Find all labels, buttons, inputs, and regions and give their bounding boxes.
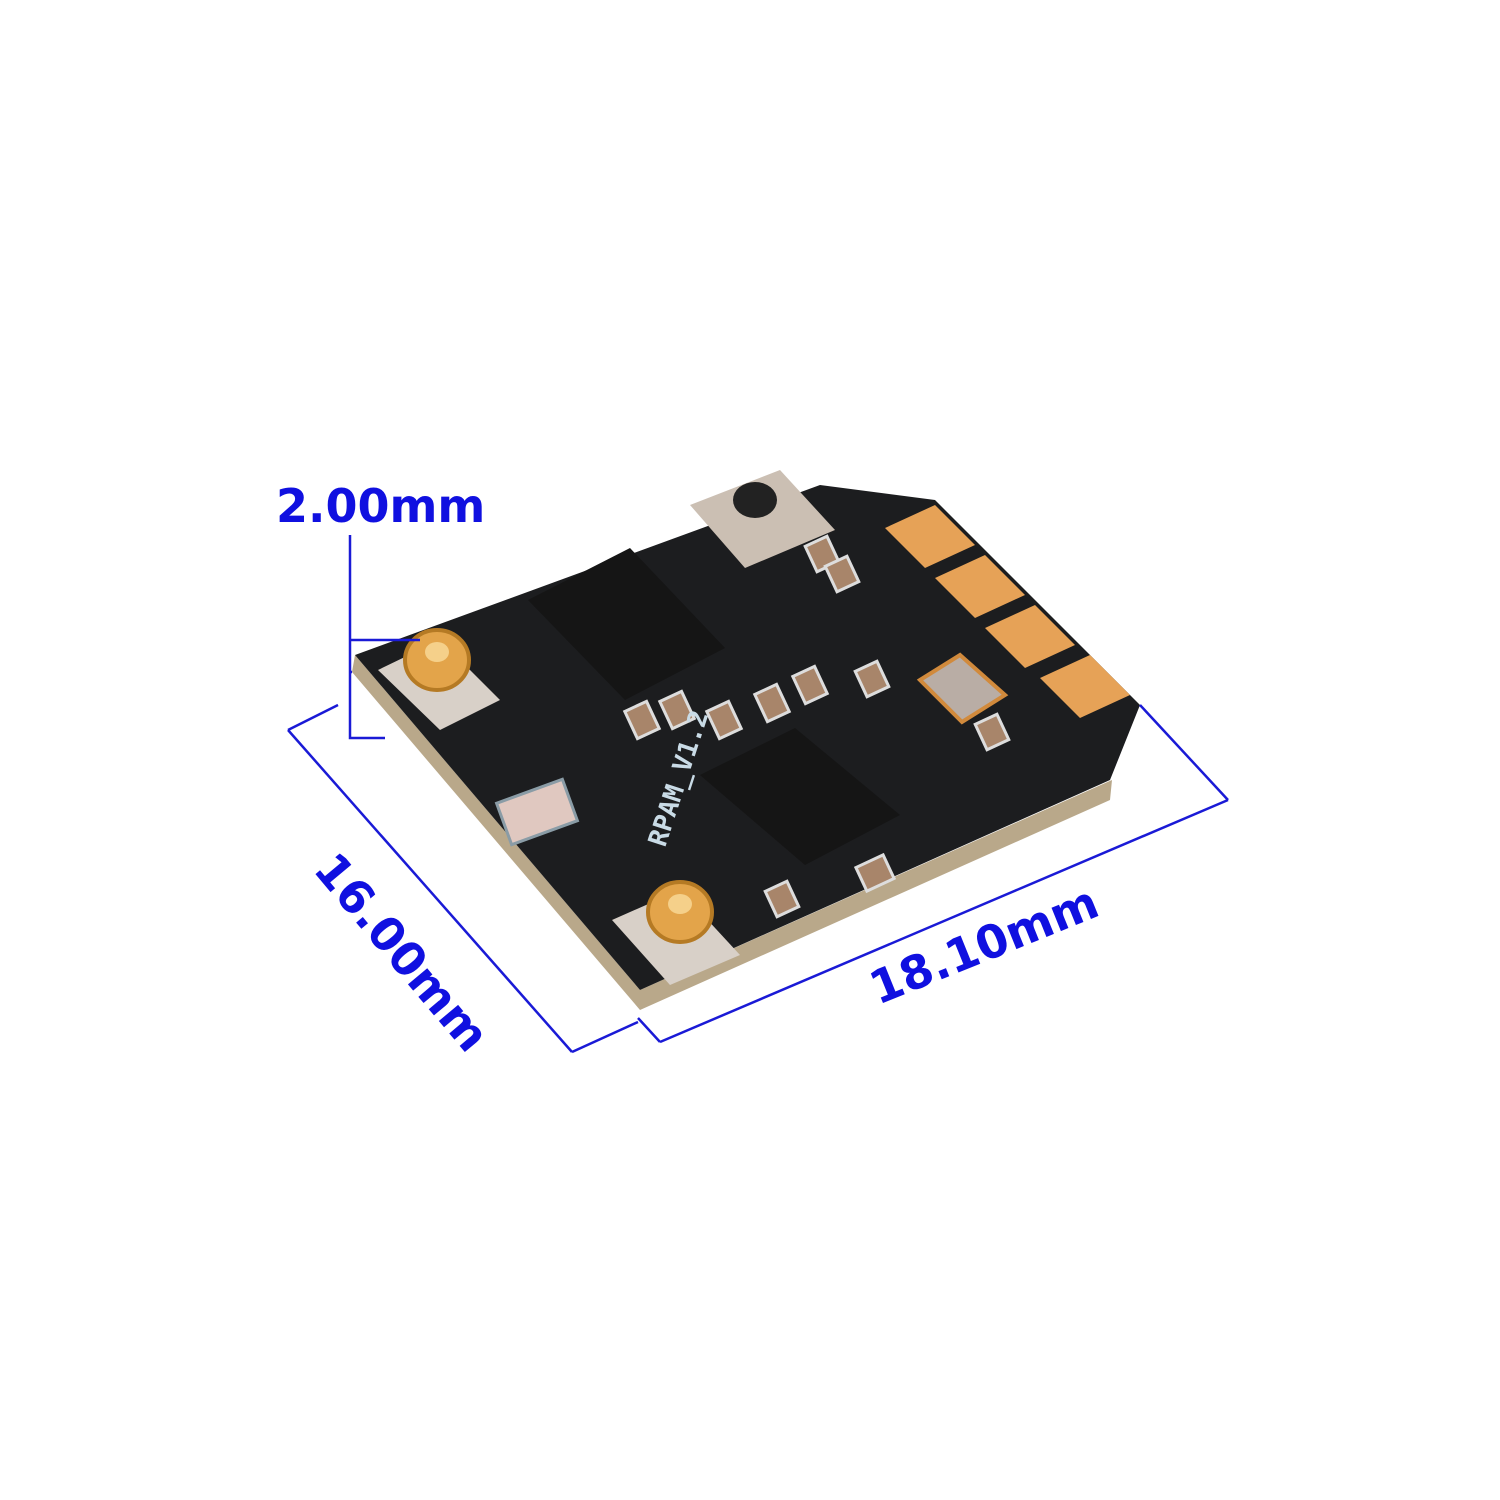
dimension-lines	[287, 535, 1229, 1054]
chip-top	[528, 548, 725, 700]
antenna-connector-top	[378, 628, 500, 730]
crystal	[916, 652, 1009, 725]
chip-bottom	[700, 728, 900, 865]
rgb-led	[494, 777, 580, 847]
push-button	[690, 470, 835, 568]
length-label: 18.10mm	[862, 875, 1106, 1015]
solder-pads	[885, 505, 1130, 718]
thickness-label: 2.00mm	[276, 479, 485, 533]
pcb-edge	[352, 655, 1112, 1010]
width-label: 16.00mm	[304, 842, 501, 1062]
antenna-connector-bottom	[612, 880, 740, 985]
capacitors	[622, 534, 1011, 919]
